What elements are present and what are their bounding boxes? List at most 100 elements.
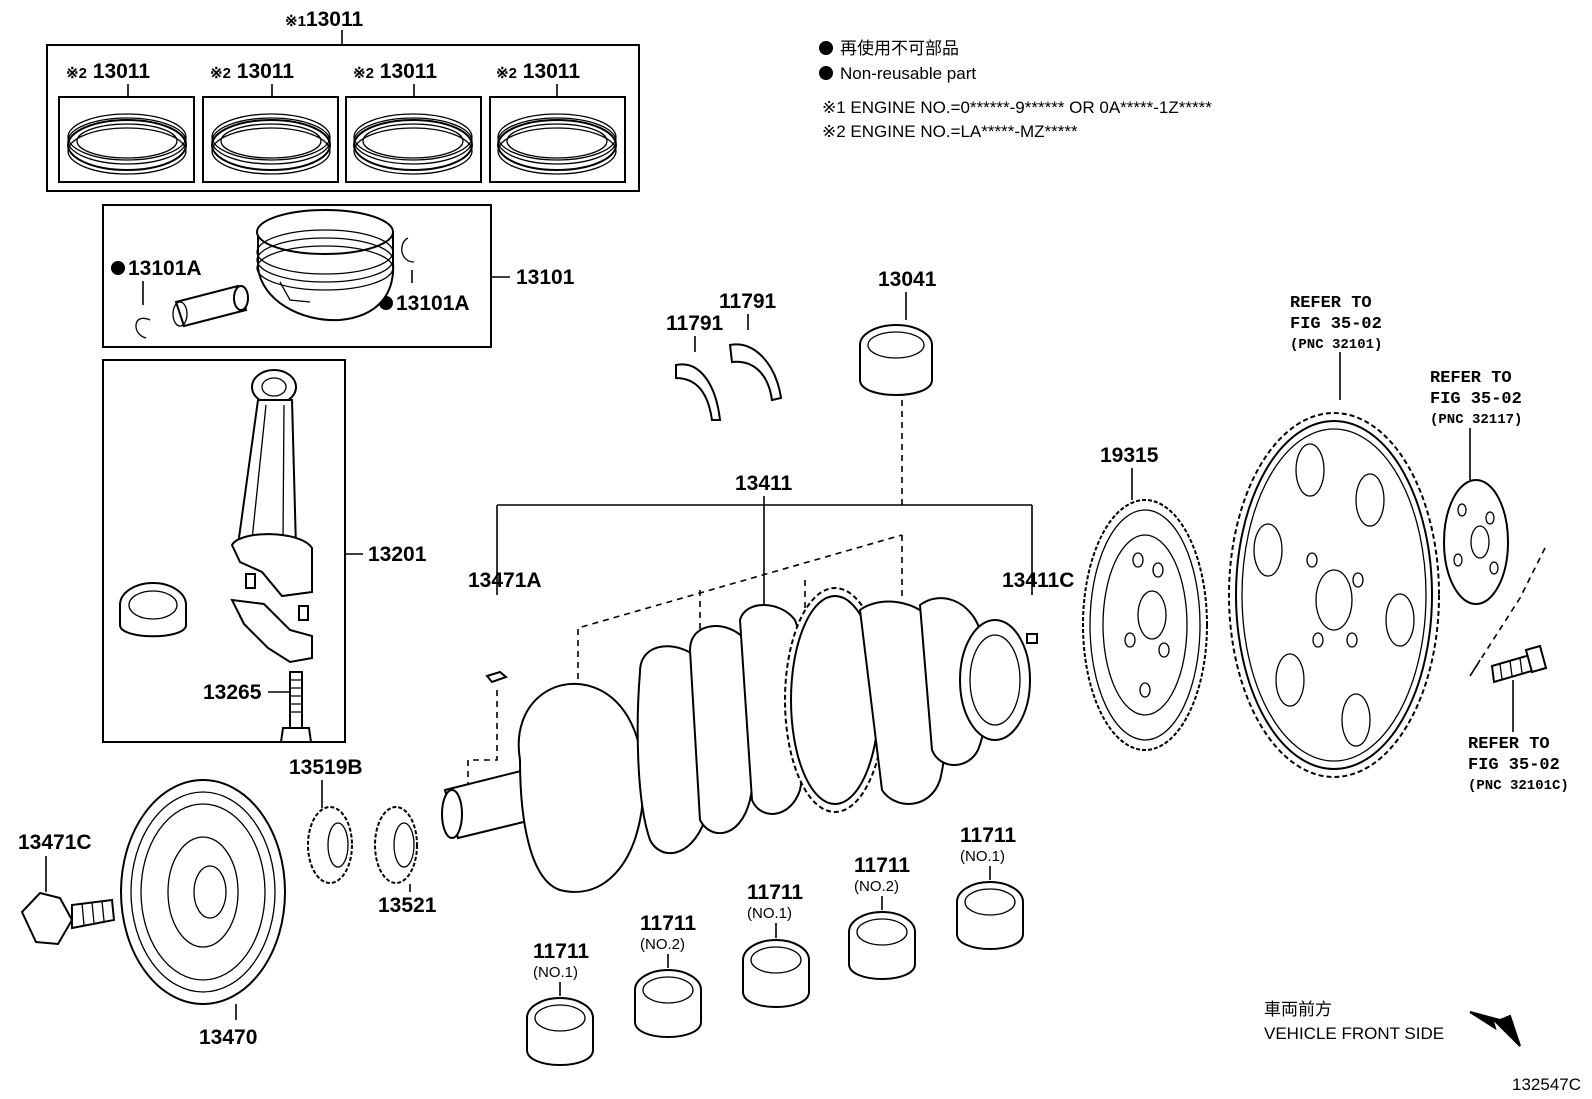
part-13521[interactable]: 13521 <box>378 894 437 917</box>
piston-ring-icon <box>497 113 617 175</box>
flywheel-icon <box>1228 412 1440 778</box>
part-13265[interactable]: 13265 <box>203 681 262 704</box>
bearing-no: (NO.1) <box>747 905 792 922</box>
signal-plate-icon <box>1082 499 1208 751</box>
part-11791-a[interactable]: 11791 <box>666 312 724 335</box>
svg-text:※113011: ※113011 <box>285 8 363 31</box>
crankshaft-icon <box>441 587 1031 893</box>
bearing-icon <box>742 939 810 1008</box>
front-jp: 車両前方 <box>1264 1000 1332 1019</box>
ring-group-3: ※2 13011 <box>345 60 482 183</box>
refer-2: REFER TO FIG 35-02 (PNC 32117) <box>1430 369 1522 428</box>
main-bearing-5: 11711 (NO.1) <box>956 824 1024 950</box>
refer-1-line2: FIG 35-02 <box>1290 315 1382 334</box>
main-bearing-2: 11711 (NO.2) <box>634 912 702 1038</box>
bearing-icon <box>956 881 1024 950</box>
bearing-icon <box>848 911 916 980</box>
key-icon <box>485 670 508 684</box>
main-bearing-4: 11711 (NO.2) <box>848 854 916 980</box>
signal-plate: 19315 <box>1082 444 1208 751</box>
legend-en: Non-reusable part <box>840 64 976 83</box>
crank-thrust-bearing: 13041 <box>859 268 937 510</box>
bearing-icon <box>526 997 594 1066</box>
part-13471C[interactable]: 13471C <box>18 831 92 854</box>
pin-icon <box>1026 633 1038 644</box>
part-19315[interactable]: 19315 <box>1100 444 1159 467</box>
part-13519B[interactable]: 13519B <box>289 756 363 779</box>
ring-label[interactable]: 13011 <box>523 60 581 83</box>
thrust-washers: 11791 11791 <box>666 290 783 421</box>
bearing-no: (NO.1) <box>533 964 578 981</box>
main-bearing-3: 11711 (NO.1) <box>742 881 810 1008</box>
rod-bolt-icon <box>279 671 313 743</box>
part-13041[interactable]: 13041 <box>878 268 937 291</box>
part-11711[interactable]: 11711 <box>960 824 1016 847</box>
engine-note-2: ※2 ENGINE NO.=LA*****-MZ***** <box>822 122 1078 141</box>
main-bearings: 11711 (NO.1) 11711 (NO.2) 11711 (NO.1) <box>526 824 1024 1066</box>
snap-ring-icon <box>401 237 415 263</box>
refer-1-line3[interactable]: (PNC 32101) <box>1290 337 1382 353</box>
svg-text:※2 13011: ※2 13011 <box>66 60 150 83</box>
refer-1-line1: REFER TO <box>1290 294 1372 313</box>
connecting-rod-assembly: 13201 13265 <box>102 359 427 743</box>
spacer-plate-icon <box>1443 479 1509 605</box>
piston-ring-icon <box>353 113 473 175</box>
part-13101[interactable]: 13101 <box>516 266 575 289</box>
part-13201[interactable]: 13201 <box>368 543 427 566</box>
timing-gear-icon <box>784 587 886 813</box>
bearing-icon <box>634 969 702 1038</box>
bearing-no: (NO.2) <box>640 936 685 953</box>
part-11711[interactable]: 11711 <box>640 912 696 935</box>
direction-arrow-icon <box>1469 1011 1521 1047</box>
part-11711[interactable]: 11711 <box>747 881 803 904</box>
piston-ring-icon <box>211 113 331 175</box>
refer-2-line2: FIG 35-02 <box>1430 390 1522 409</box>
part-13411C[interactable]: 13411C <box>1002 569 1074 592</box>
snap-ring-icon <box>135 317 151 339</box>
ring-group-4: ※2 13011 <box>489 60 626 183</box>
bullet-icon <box>819 66 833 80</box>
flywheel-bolt-icon <box>1490 644 1548 684</box>
refer-2-line3[interactable]: (PNC 32117) <box>1430 412 1522 428</box>
rod-bearing-icon <box>119 582 187 638</box>
main-bearing-1: 11711 (NO.1) <box>526 940 594 1066</box>
bullet-icon <box>819 41 833 55</box>
ring-label[interactable]: 13011 <box>380 60 438 83</box>
bullet-icon <box>111 261 125 275</box>
part-11791-b[interactable]: 11791 <box>719 290 777 313</box>
drive-plate: REFER TO FIG 35-02 (PNC 32101) REFER TO … <box>1228 294 1569 794</box>
part-11711[interactable]: 11711 <box>854 854 910 877</box>
refer-3: REFER TO FIG 35-02 (PNC 32101C) <box>1468 735 1569 794</box>
pulley-icon <box>120 779 286 1005</box>
ring-group-1: ※2 13011 <box>58 60 195 183</box>
svg-text:※2 13011: ※2 13011 <box>353 60 437 83</box>
crank-pulley: 13470 13471C <box>18 779 286 1049</box>
piston-assembly: 13101 13101A 13101A <box>102 204 575 348</box>
sprocket-icon <box>374 806 418 884</box>
engine-note-1: ※1 ENGINE NO.=0******-9****** OR 0A*****… <box>822 98 1212 117</box>
sprocket-icon <box>307 806 353 884</box>
part-13470[interactable]: 13470 <box>199 1026 257 1049</box>
legend: 再使用不可部品 Non-reusable part ※1 ENGINE NO.=… <box>819 38 1212 141</box>
figure-id: 132547C <box>1512 1075 1581 1094</box>
refer-3-line3[interactable]: (PNC 32101C) <box>1468 778 1569 794</box>
thrust-washer-icon <box>728 343 783 402</box>
bearing-no: (NO.2) <box>854 878 899 895</box>
ring-label[interactable]: 13011 <box>237 60 295 83</box>
part-11711[interactable]: 11711 <box>533 940 589 963</box>
part-13411[interactable]: 13411 <box>735 472 793 495</box>
ring-set-label[interactable]: 13011 <box>306 8 364 31</box>
refer-3-line2: FIG 35-02 <box>1468 756 1560 775</box>
piston-pin-icon <box>172 284 249 328</box>
part-13471A[interactable]: 13471A <box>468 569 542 592</box>
pulley-bolt-icon <box>20 891 116 946</box>
ring-label[interactable]: 13011 <box>93 60 151 83</box>
front-en: VEHICLE FRONT SIDE <box>1264 1024 1444 1043</box>
part-13101A-left[interactable]: 13101A <box>128 257 202 280</box>
piston-ring-icon <box>67 113 187 175</box>
part-13101A-right[interactable]: 13101A <box>396 292 470 315</box>
svg-text:※2 13011: ※2 13011 <box>496 60 580 83</box>
connecting-rod-icon <box>230 369 313 664</box>
refer-1: REFER TO FIG 35-02 (PNC 32101) <box>1290 294 1382 353</box>
